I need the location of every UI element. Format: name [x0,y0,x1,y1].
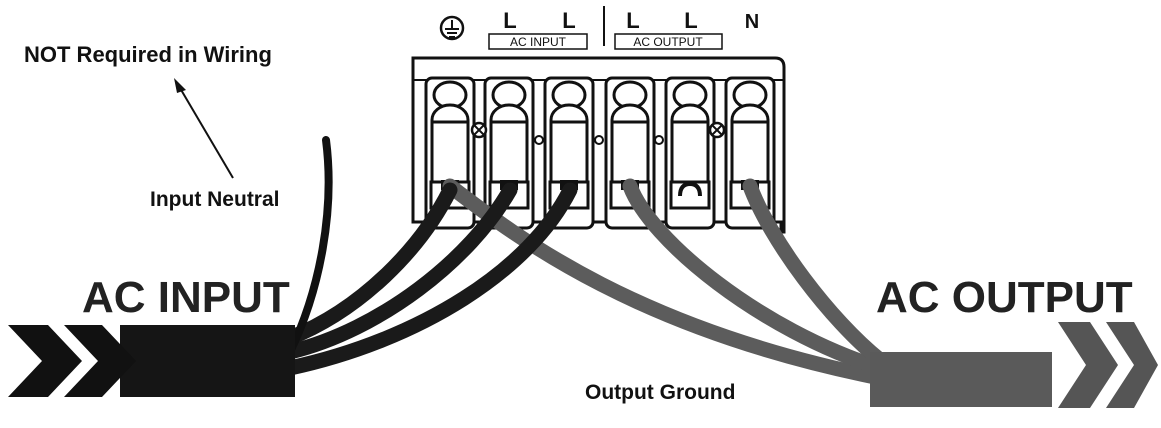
terminal-post [664,76,716,230]
input-line-wire [282,182,578,376]
ground-icon [439,15,465,41]
output-ground-label: Output Ground [585,381,735,404]
screw-icon [708,121,726,139]
input-ground-wire [282,182,458,346]
output-neutral-wire [742,178,888,368]
terminal-post [604,76,656,230]
ac-input-title: AC INPUT [82,273,290,322]
pin-label: L [626,8,639,33]
input-line-wire [282,182,518,360]
output-line-wire [622,178,888,376]
input-arrow-icon [8,325,136,397]
output-arrow-icon [1058,322,1158,408]
pin-label: N [745,11,759,33]
pin-label: L [503,8,516,33]
terminal-header: L L L L N AC INPUT AC OUTPUT [439,6,759,50]
ac-input-label-box [488,33,588,50]
input-cables [282,182,578,376]
ac-input-cable-bundle [120,325,295,397]
output-ground-wire [442,178,888,386]
output-cables [442,178,888,386]
ac-output-label-box [614,33,723,50]
not-required-label: NOT Required in Wiring [24,42,272,67]
input-neutral-label: Input Neutral [150,188,280,211]
annotation-arrow [174,78,234,179]
terminal-post [724,76,776,230]
screw-icon [470,121,488,139]
ac-output-group-label: AC OUTPUT [633,35,703,49]
pin-label: L [684,8,697,33]
ac-input-group-label: AC INPUT [510,35,567,49]
ac-output-title: AC OUTPUT [876,273,1133,322]
pin-label: L [562,8,575,33]
terminal-post [543,76,595,230]
arrowhead-icon [174,78,186,93]
input-neutral-wire [286,136,333,356]
ac-output-cable-bundle [870,352,1052,407]
